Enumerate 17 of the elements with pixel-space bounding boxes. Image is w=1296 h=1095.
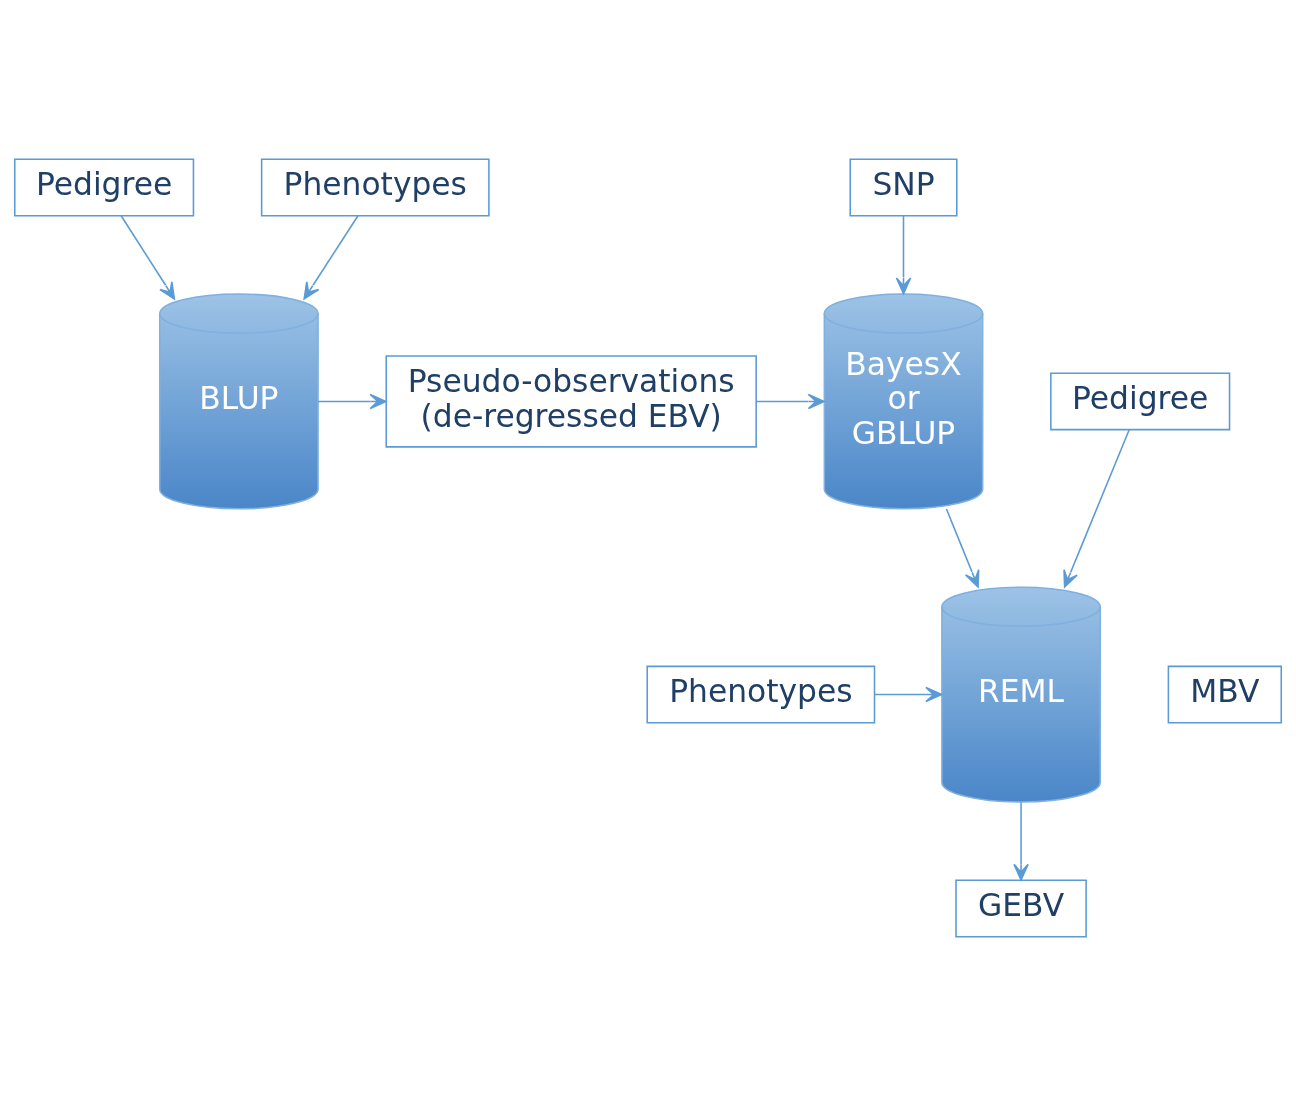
arrow xyxy=(317,393,387,409)
node-box: Pedigree xyxy=(13,158,195,216)
node-box: Pseudo-observations (de-regressed EBV) xyxy=(385,354,757,448)
arrow xyxy=(120,214,176,300)
node-box: Phenotypes xyxy=(260,158,490,216)
arrow xyxy=(895,214,912,294)
arrow xyxy=(303,214,359,300)
node-box: Pedigree xyxy=(1050,371,1231,430)
arrow xyxy=(873,686,943,702)
arrow xyxy=(945,507,980,588)
arrow xyxy=(755,393,825,409)
node-box: Phenotypes xyxy=(646,665,876,724)
node-box: MBV xyxy=(1167,665,1283,724)
arrow xyxy=(1013,800,1029,881)
arrow xyxy=(1063,428,1130,588)
node-box: GEBV xyxy=(955,879,1087,937)
node-box: SNP xyxy=(849,158,958,216)
